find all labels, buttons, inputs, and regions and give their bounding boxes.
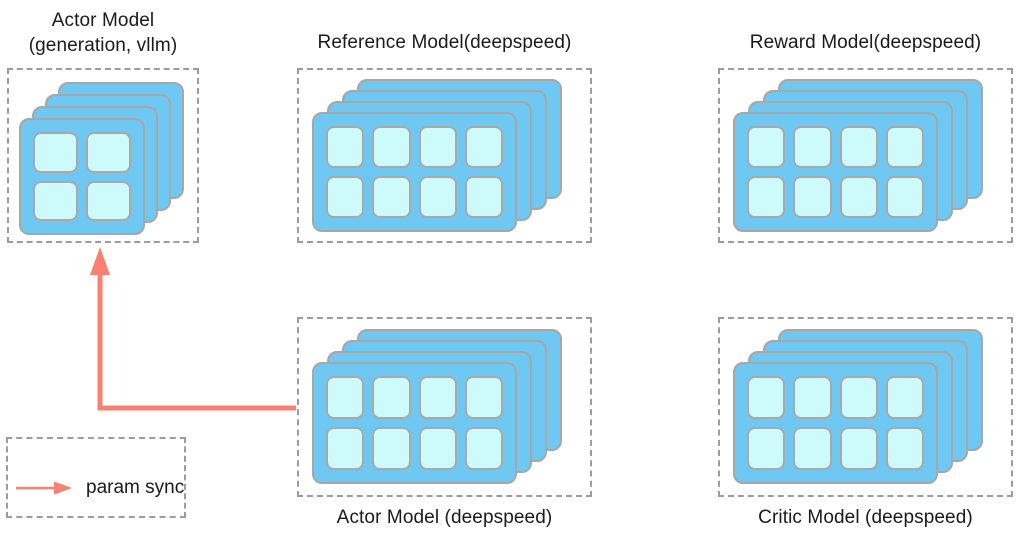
- reference-model-cell: [464, 176, 503, 218]
- critic-model-cell: [793, 427, 832, 470]
- actor-vllm-deck[interactable]: [7, 68, 199, 243]
- arrow-right-icon: [16, 481, 72, 494]
- reference-model-cell: [418, 176, 457, 218]
- critic-model-frame[interactable]: [718, 317, 1013, 497]
- actor-deepspeed-cell: [326, 427, 365, 470]
- critic-model-cell: [839, 427, 878, 470]
- actor-vllm-cell: [86, 180, 131, 221]
- reference-model-cell: [418, 126, 457, 168]
- reference-model-card-front: [312, 112, 517, 232]
- actor-vllm-label-line1: Actor Model: [51, 10, 155, 31]
- legend-label: param sync: [86, 477, 185, 498]
- reference-model-label: Reference Model(deepspeed): [317, 32, 572, 53]
- legend-item-param-sync[interactable]: param sync: [14, 478, 184, 497]
- critic-model-cell: [747, 427, 786, 470]
- reward-model-cell: [885, 126, 924, 168]
- actor-deepspeed-label: Actor Model (deepspeed): [336, 507, 553, 528]
- actor-deepspeed-cell: [464, 376, 503, 419]
- actor-vllm-frame[interactable]: [7, 68, 199, 243]
- reward-model-cell: [839, 176, 878, 218]
- critic-model-card-front: [733, 362, 938, 484]
- actor-deepspeed-cell: [326, 376, 365, 419]
- reference-model-frame[interactable]: [297, 68, 592, 243]
- critic-model-cell: [839, 376, 878, 419]
- reference-model-cell: [372, 176, 411, 218]
- critic-model-cell: [793, 376, 832, 419]
- legend-frame[interactable]: [6, 437, 186, 518]
- reward-model-cell: [839, 126, 878, 168]
- reward-model-cell: [747, 176, 786, 218]
- critic-model-cell: [885, 376, 924, 419]
- reference-model-cell: [326, 126, 365, 168]
- critic-model-cell: [885, 427, 924, 470]
- reference-model-cell: [464, 126, 503, 168]
- critic-model-deck[interactable]: [718, 317, 1013, 497]
- actor-deepspeed-cell: [418, 427, 457, 470]
- actor-deepspeed-cell: [464, 427, 503, 470]
- actor-deepspeed-card-front: [312, 362, 517, 484]
- reward-model-cell: [885, 176, 924, 218]
- reference-model-deck[interactable]: [297, 68, 592, 243]
- param-sync-arrow-line: [97, 268, 296, 411]
- reward-model-cell: [747, 126, 786, 168]
- reward-model-cell: [793, 126, 832, 168]
- actor-deepspeed-cell: [372, 427, 411, 470]
- reference-model-cell: [326, 176, 365, 218]
- reference-model-cell: [372, 126, 411, 168]
- critic-model-cell: [747, 376, 786, 419]
- actor-deepspeed-cell: [418, 376, 457, 419]
- reward-model-frame[interactable]: [718, 68, 1013, 243]
- actor-deepspeed-cell: [372, 376, 411, 419]
- actor-vllm-cell: [33, 132, 78, 173]
- actor-vllm-cell: [86, 132, 131, 173]
- actor-vllm-cell: [33, 180, 78, 221]
- param-sync-arrow-head: [90, 247, 110, 275]
- reward-model-cell: [793, 176, 832, 218]
- actor-vllm-label-line2: (generation, vllm): [28, 35, 178, 56]
- reward-model-label: Reward Model(deepspeed): [749, 32, 982, 53]
- actor-vllm-card-front: [19, 118, 145, 235]
- reward-model-deck[interactable]: [718, 68, 1013, 243]
- actor-deepspeed-frame[interactable]: [297, 317, 592, 497]
- critic-model-label: Critic Model (deepspeed): [758, 507, 973, 528]
- reward-model-card-front: [733, 112, 938, 232]
- actor-deepspeed-deck[interactable]: [297, 317, 592, 497]
